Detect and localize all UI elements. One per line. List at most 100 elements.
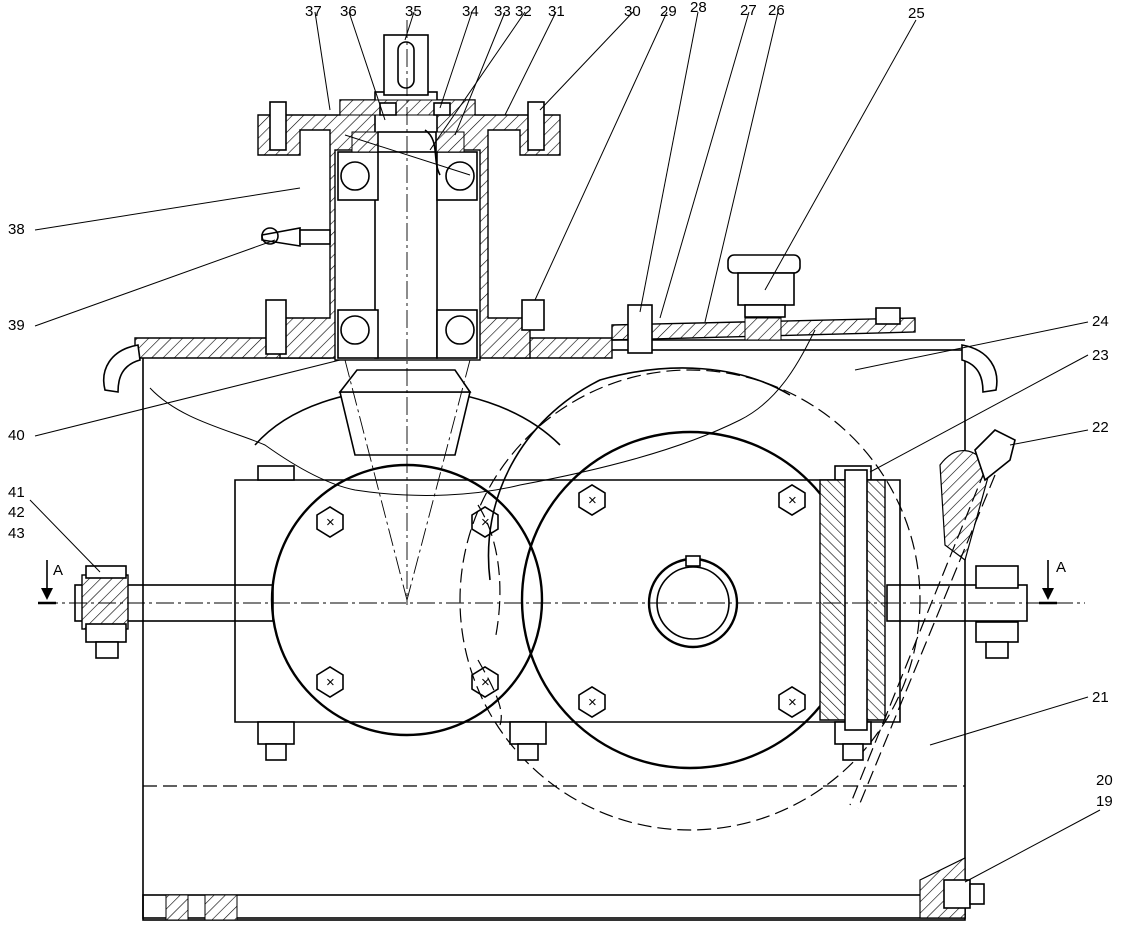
bottom-bolt-2 <box>517 743 539 761</box>
leader-35 <box>404 11 415 41</box>
leader-24 <box>854 321 1089 371</box>
callout-43: 43 <box>8 525 25 542</box>
svg-text:×: × <box>588 492 597 509</box>
leader-29 <box>534 11 668 301</box>
leader-37 <box>314 11 331 111</box>
dipstick-rod-b <box>857 474 996 809</box>
callout-20: 20 <box>1096 772 1113 789</box>
breather-cap <box>727 254 801 274</box>
callout-37: 37 <box>305 3 322 20</box>
bolt-head: × <box>578 484 606 516</box>
bearing-housing <box>257 20 561 605</box>
svg-text:×: × <box>481 514 490 531</box>
bottom-bolt-1 <box>265 743 287 761</box>
cone-line-right <box>406 359 471 601</box>
callout-29: 29 <box>660 3 677 20</box>
dipstick-22 <box>849 429 1016 809</box>
leader-21 <box>929 696 1089 746</box>
leader-34 <box>439 11 473 109</box>
grease-nipple-head <box>261 227 279 245</box>
svg-text:×: × <box>788 694 797 711</box>
callout-24: 24 <box>1092 313 1109 330</box>
right-bearing-cover <box>520 430 860 770</box>
cover-bolt-right <box>875 307 901 325</box>
callout-22: 22 <box>1092 419 1109 436</box>
bolt-head: × <box>471 506 499 538</box>
callout-34: 34 <box>462 3 479 20</box>
housing-bolt-left <box>265 299 287 355</box>
nut-bottom-right <box>975 621 1019 643</box>
callout-39: 39 <box>8 317 25 334</box>
bearing-cap-31 <box>339 99 476 116</box>
seal-left <box>379 102 397 116</box>
leader-30 <box>539 11 634 111</box>
hidden-arc-left <box>477 504 501 641</box>
base-plate <box>142 894 966 921</box>
drain-plug-body <box>943 879 971 909</box>
seal-right <box>433 102 451 116</box>
big-gear-pitch-circle <box>459 369 921 831</box>
leader-39 <box>34 239 276 327</box>
bolt-head: × <box>316 506 344 538</box>
leader-27 <box>659 11 750 319</box>
section-label-left: A <box>53 562 63 579</box>
svg-text:×: × <box>481 674 490 691</box>
breather-seat <box>744 317 782 341</box>
bearing-cross <box>344 134 471 176</box>
leader-22 <box>1009 429 1089 446</box>
grease-nipple-body <box>299 229 331 245</box>
long-bolt-23 <box>844 469 868 731</box>
arrow-head-left <box>41 588 53 600</box>
leader-25 <box>764 19 917 291</box>
callout-38: 38 <box>8 221 25 238</box>
tab-washer-32 <box>424 129 441 176</box>
leader-41-43 <box>29 499 101 573</box>
bevel-pinion <box>338 391 472 456</box>
lower-bearing-left <box>337 309 379 359</box>
keyway <box>685 555 701 567</box>
flange-box <box>234 479 901 723</box>
bolt-head: × <box>778 686 806 718</box>
cap-bolt-30 <box>527 101 545 151</box>
svg-text:×: × <box>326 674 335 691</box>
leader-38 <box>34 187 301 231</box>
top-nut-1 <box>257 465 295 481</box>
section-label-right: A <box>1056 559 1066 576</box>
leader-lines <box>29 11 1101 883</box>
callout-36: 36 <box>340 3 357 20</box>
housing-bolt-29 <box>521 299 545 331</box>
cover-bolt-28 <box>627 304 653 354</box>
bottom-bolt-3 <box>842 743 864 761</box>
ball-upper-left <box>340 161 370 191</box>
dipstick-cap <box>974 429 1016 482</box>
bolt-head: × <box>471 666 499 698</box>
dipstick-rod-a <box>849 469 986 806</box>
leader-36 <box>348 11 386 121</box>
lower-bearing-right <box>436 309 478 359</box>
callout-41: 41 <box>8 484 25 501</box>
callout-19: 19 <box>1096 793 1113 810</box>
callout-31: 31 <box>548 3 565 20</box>
pinion-hub <box>338 369 472 393</box>
callout-30: 30 <box>624 3 641 20</box>
cap-bolt-left <box>269 101 287 151</box>
svg-text:×: × <box>788 492 797 509</box>
lifting-lug-right <box>961 344 998 393</box>
callout-21: 21 <box>1092 689 1109 706</box>
leader-23 <box>869 354 1089 473</box>
lifting-lug-left <box>103 344 141 393</box>
callout-labels: 20 19 21 22 23 24 25 26 27 28 29 30 31 3… <box>8 0 1113 810</box>
ball-lower-right <box>445 315 475 345</box>
dipstick-boss <box>939 450 991 562</box>
callout-28: 28 <box>690 0 707 16</box>
upper-bearing-right <box>436 151 478 201</box>
gears: × × × × × × × × <box>234 367 921 831</box>
svg-text:×: × <box>588 694 597 711</box>
callout-32: 32 <box>515 3 532 20</box>
base-hatch-left-2 <box>204 894 238 921</box>
bolt-head: × <box>316 666 344 698</box>
leader-33 <box>454 11 506 136</box>
cover-bolts: × × × × × × × × <box>316 484 806 718</box>
leader-40 <box>34 359 341 437</box>
